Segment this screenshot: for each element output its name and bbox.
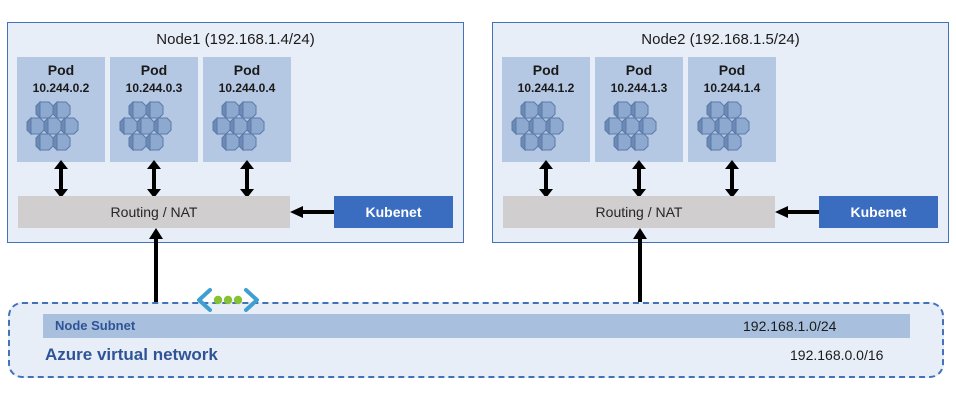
pod-label: Pod: [532, 62, 560, 78]
pod-box-node1-2: Pod 10.244.0.4: [203, 57, 291, 162]
pod-box-node1-1: Pod 10.244.0.3: [110, 57, 198, 162]
pod-routing-arrow-node1-0: [54, 160, 68, 198]
pod-label: Pod: [625, 62, 653, 78]
node-subnet-bar: Node Subnet 192.168.1.0/24: [43, 314, 910, 338]
pod-label: Pod: [233, 62, 261, 78]
pod-cluster-icon: [212, 100, 265, 152]
pod-box-node2-1: Pod 10.244.1.3: [595, 57, 683, 162]
pod-routing-arrow-node2-0: [539, 160, 553, 198]
azure-vnet-title: Azure virtual network: [45, 345, 218, 364]
pod-box-node2-2: Pod 10.244.1.4: [688, 57, 776, 162]
kubenet-label: Kubenet: [850, 204, 907, 220]
routing-nat-label: Routing / NAT: [595, 204, 683, 220]
pod-label: Pod: [47, 62, 75, 78]
kubenet-box-node2: Kubenet: [819, 196, 938, 228]
node-subnet-cidr: 192.168.1.0/24: [743, 318, 837, 334]
pod-routing-arrow-node2-2: [725, 160, 739, 198]
azure-vnet-cidr: 192.168.0.0/16: [790, 347, 884, 363]
kubenet-label: Kubenet: [365, 204, 422, 220]
pod-box-node1-0: Pod 10.244.0.2: [17, 57, 105, 162]
pod-label: Pod: [140, 62, 168, 78]
kubenet-arrow-node1: [290, 206, 336, 218]
node-subnet-label: Node Subnet: [55, 318, 136, 333]
pod-cluster-icon: [26, 100, 79, 152]
pod-ip: 10.244.0.4: [218, 81, 276, 95]
node1-title: Node1 (192.168.1.4/24): [156, 31, 315, 48]
kubenet-arrow-node2: [775, 206, 821, 218]
routing-nat-label: Routing / NAT: [110, 204, 198, 220]
pod-box-node2-0: Pod 10.244.1.2: [502, 57, 590, 162]
pod-ip: 10.244.1.4: [703, 81, 761, 95]
pod-ip: 10.244.0.2: [32, 81, 90, 95]
routing-nat-bar-node2: Routing / NAT: [503, 196, 775, 228]
pod-ip: 10.244.1.3: [610, 81, 668, 95]
pod-label: Pod: [718, 62, 746, 78]
node2-title: Node2 (192.168.1.5/24): [641, 31, 800, 48]
pod-cluster-icon: [604, 100, 657, 152]
kubenet-box-node1: Kubenet: [334, 196, 453, 228]
pod-cluster-icon: [697, 100, 750, 152]
routing-nat-bar-node1: Routing / NAT: [18, 196, 290, 228]
pod-ip: 10.244.1.2: [517, 81, 575, 95]
pod-ip: 10.244.0.3: [125, 81, 183, 95]
pod-cluster-icon: [119, 100, 172, 152]
peering-chevron-icon: [197, 288, 259, 312]
pod-routing-arrow-node2-1: [632, 160, 646, 198]
pod-cluster-icon: [511, 100, 564, 152]
pod-routing-arrow-node1-1: [147, 160, 161, 198]
pod-routing-arrow-node1-2: [240, 160, 254, 198]
